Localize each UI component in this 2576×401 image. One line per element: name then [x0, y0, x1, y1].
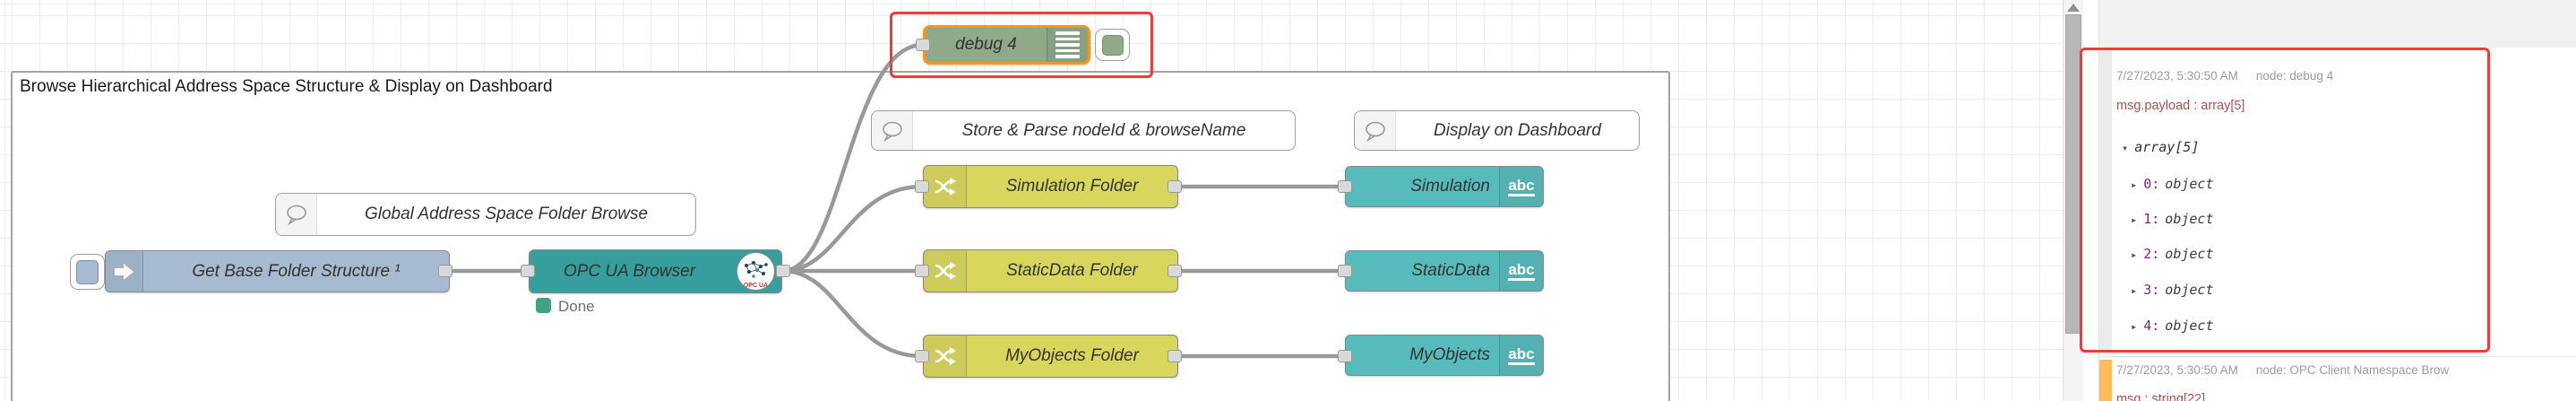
collapse-triangle-icon[interactable]: ▾ — [2122, 142, 2129, 154]
node-myobjects-folder[interactable]: MyObjects Folder — [923, 335, 1178, 378]
opcua-icon-caption: OPC UA — [743, 283, 769, 289]
json-tree-item: ▸1:object — [2131, 211, 2214, 227]
debug-toggle-button[interactable] — [1095, 29, 1130, 61]
json-tree-item: ▸0:object — [2131, 176, 2214, 192]
comment-display-dashboard[interactable]: Display on Dashboard — [1354, 110, 1640, 151]
debug-message-path: msg.payload : array[5] — [2116, 99, 2245, 113]
inject-button-inner — [76, 259, 99, 284]
port-opcua-in[interactable] — [521, 265, 535, 277]
port-text-static-in[interactable] — [1338, 265, 1352, 277]
port-static-out[interactable] — [1167, 265, 1182, 277]
group-title: Browse Hierarchical Address Space Struct… — [20, 77, 553, 96]
switch-shuffle-icon — [924, 250, 967, 292]
debug-toggle-inner — [1101, 34, 1124, 56]
debug-message-meta: 7/27/2023, 5:30:50 AM node: OPC Client Na… — [2116, 363, 2449, 377]
node-label: StaticData Folder — [1006, 261, 1138, 280]
node-label: Simulation Folder — [1005, 177, 1139, 196]
status-dot — [536, 298, 551, 313]
inject-button[interactable] — [70, 254, 105, 290]
node-label: debug 4 — [955, 35, 1017, 54]
port-sim-in[interactable] — [915, 180, 929, 193]
abc-icon: abc — [1499, 336, 1543, 375]
port-myobj-in[interactable] — [915, 350, 929, 362]
wire-opcua-simulation[interactable] — [780, 184, 925, 274]
expand-triangle-icon[interactable]: ▸ — [2131, 284, 2138, 297]
port-static-in[interactable] — [915, 265, 929, 277]
sidebar-top-strip — [2099, 0, 2576, 48]
wire-layer — [443, 42, 1348, 359]
scrollbar-thumb[interactable] — [2065, 14, 2081, 334]
node-label: OPC UA Browser — [563, 261, 696, 281]
node-text-myobjects[interactable]: MyObjects abc — [1345, 335, 1544, 376]
node-debug-4[interactable]: debug 4 — [923, 25, 1090, 65]
switch-shuffle-icon — [924, 166, 967, 207]
comment-label: Global Address Space Folder Browse — [364, 205, 649, 223]
message-divider — [2098, 356, 2576, 357]
node-staticdata-folder[interactable]: StaticData Folder — [923, 249, 1178, 292]
node-label: StaticData — [1411, 261, 1490, 280]
node-simulation-folder[interactable]: Simulation Folder — [923, 165, 1178, 208]
expand-triangle-icon[interactable]: ▸ — [2131, 320, 2138, 333]
port-debug-in[interactable] — [916, 39, 930, 51]
node-label: MyObjects — [1409, 345, 1490, 364]
comment-bubble-icon — [276, 194, 317, 235]
port-text-myobj-in[interactable] — [1338, 350, 1352, 362]
port-myobj-out[interactable] — [1167, 350, 1182, 362]
message-node-name: node: debug 4 — [2255, 69, 2334, 83]
comment-bubble-icon — [1355, 111, 1396, 150]
debug-message-bar — [2099, 51, 2112, 353]
inject-arrow-icon — [106, 251, 143, 292]
comment-global-address-space[interactable]: Global Address Space Folder Browse — [275, 193, 696, 236]
abc-icon: abc — [1499, 251, 1543, 291]
debug-sidebar — [2083, 0, 2576, 401]
node-label: Get Base Folder Structure ¹ — [192, 261, 401, 281]
debug-message-bar-orange — [2099, 360, 2112, 401]
json-tree-item: ▸3:object — [2131, 282, 2214, 298]
comment-label: Store & Parse nodeId & browseName — [961, 120, 1246, 140]
json-tree-item: ▸2:object — [2131, 246, 2214, 262]
comment-bubble-icon — [872, 111, 913, 150]
json-tree-item: ▸4:object — [2131, 318, 2214, 334]
debug-list-icon — [1047, 28, 1088, 62]
scrollbar-up-icon[interactable] — [2067, 4, 2080, 12]
expand-triangle-icon[interactable]: ▸ — [2131, 248, 2138, 261]
switch-shuffle-icon — [924, 336, 967, 377]
node-label: Simulation — [1410, 177, 1490, 196]
comment-label: Display on Dashboard — [1434, 120, 1601, 140]
debug-message-path: msg : string[22] — [2116, 392, 2206, 401]
node-label: MyObjects Folder — [1005, 346, 1139, 365]
abc-icon: abc — [1499, 167, 1543, 206]
expand-triangle-icon[interactable]: ▸ — [2131, 179, 2138, 191]
wire-opcua-debug[interactable] — [780, 42, 926, 274]
opcua-logo-icon: OPC UA — [737, 252, 775, 291]
comment-store-parse[interactable]: Store & Parse nodeId & browseName — [871, 110, 1296, 151]
debug-message-meta: 7/27/2023, 5:30:50 AM node: debug 4 — [2116, 69, 2333, 83]
port-inject-out[interactable] — [438, 265, 452, 277]
message-timestamp: 7/27/2023, 5:30:50 AM — [2116, 69, 2238, 83]
flow-canvas[interactable]: Browse Hierarchical Address Space Struct… — [0, 0, 2063, 401]
message-timestamp: 7/27/2023, 5:30:50 AM — [2116, 363, 2238, 377]
message-node-name: node: OPC Client Namespace Brow — [2255, 363, 2450, 377]
node-text-staticdata[interactable]: StaticData abc — [1345, 250, 1544, 292]
expand-triangle-icon[interactable]: ▸ — [2131, 214, 2138, 226]
port-sim-out[interactable] — [1167, 180, 1182, 193]
json-tree-root: ▾array[5] — [2122, 139, 2200, 155]
status-text: Done — [558, 298, 595, 315]
port-opcua-out[interactable] — [776, 265, 790, 277]
sidebar-gutter-line — [2098, 0, 2099, 401]
port-text-sim-in[interactable] — [1338, 180, 1352, 193]
canvas-vertical-scrollbar[interactable] — [2063, 0, 2083, 401]
node-text-simulation[interactable]: Simulation abc — [1345, 166, 1544, 207]
node-get-base-folder-structure[interactable]: Get Base Folder Structure ¹ — [105, 250, 450, 292]
wire-opcua-myobjects[interactable] — [780, 268, 925, 359]
